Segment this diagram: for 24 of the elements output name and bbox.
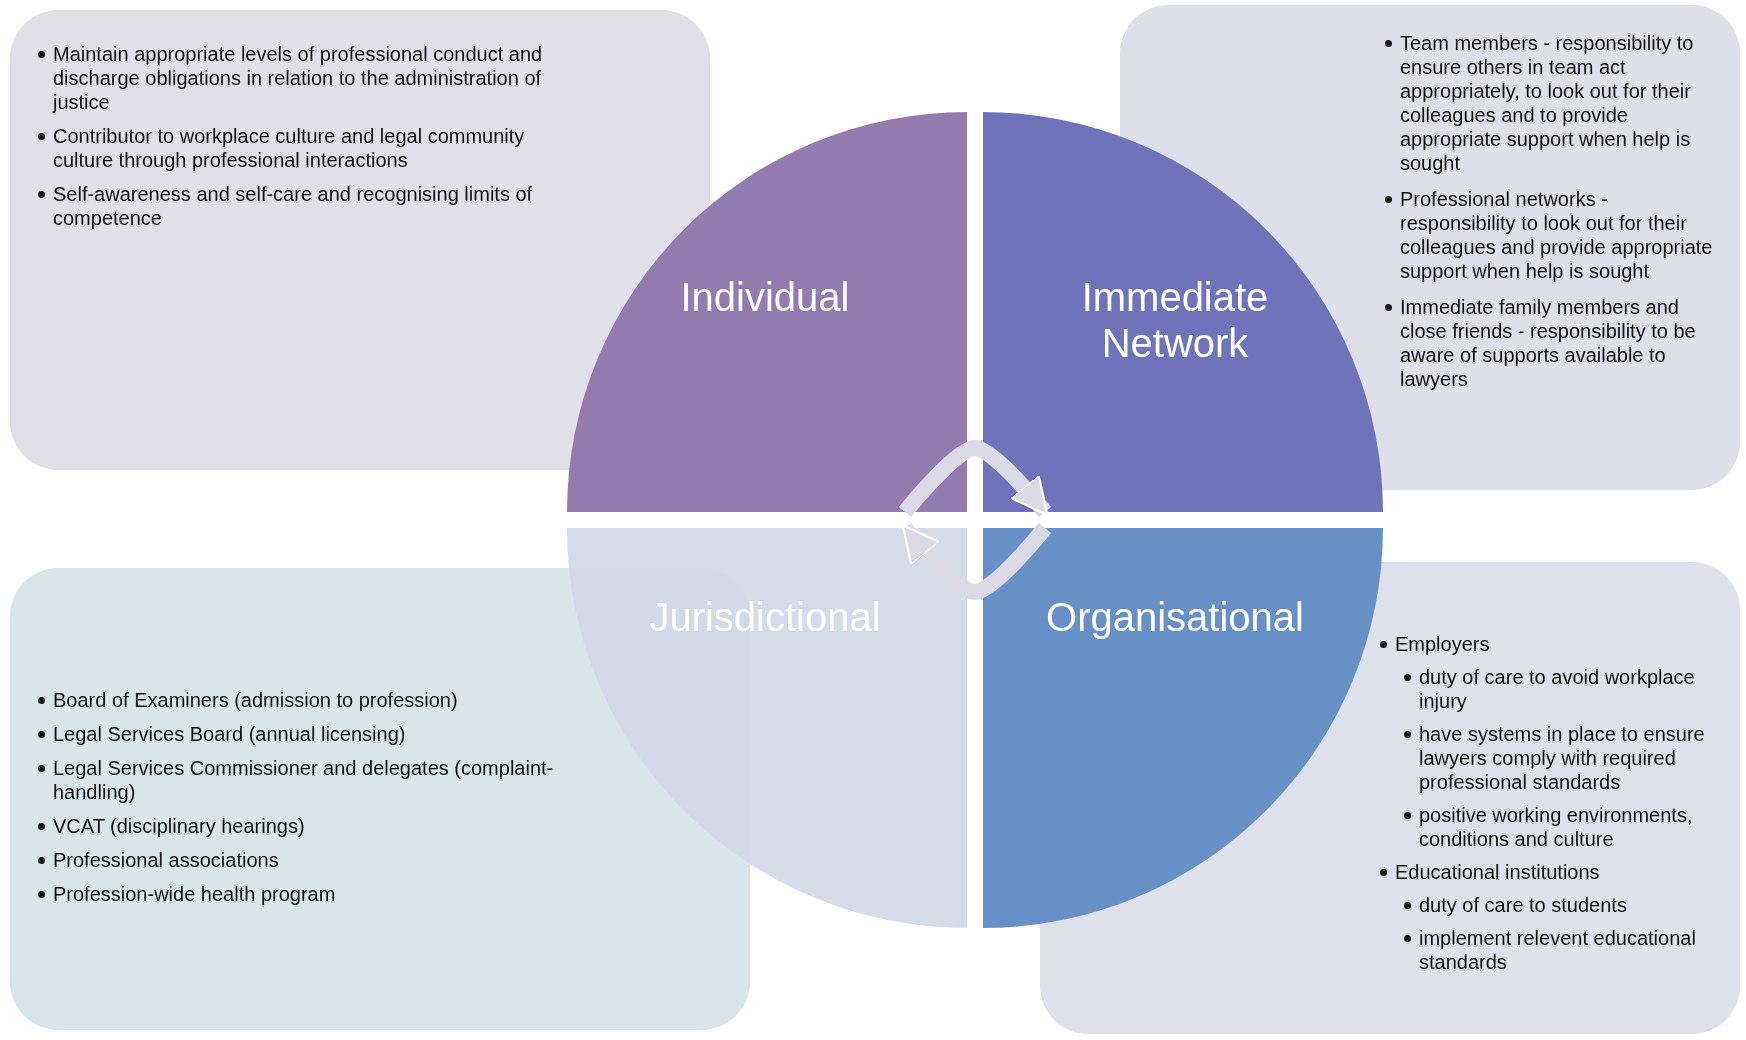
bullet-text: duty of care to avoid workplace injury <box>1419 665 1696 713</box>
bullet-text: have systems in place to ensure lawyers comply with required professional standards <box>1419 722 1706 794</box>
cycle-arrow <box>898 440 1052 518</box>
bullet-text: Maintain appropriate levels of professional conduct and discharge obligations in relation to the administration of justice <box>53 42 544 114</box>
bullet-text: Legal Services Commissioner and delegates (complaint-handling) <box>53 756 555 804</box>
bullet-text: Immediate family members and close friends - responsibility to be aware of supports available to lawyers <box>1400 295 1697 391</box>
bullet-text: Professional networks - responsibility to look out for their colleagues and provide appropriate support when help is sought <box>1400 187 1714 283</box>
quadrant-title: Organisational <box>1045 594 1305 640</box>
bullet-text: Legal Services Board (annual licensing) <box>53 722 406 746</box>
bullet-text: Profession-wide health program <box>53 882 336 906</box>
bullet-text: Team members - responsibility to ensure others in team act appropriately, to look out for their colleagues and to provide appropriate support when help is sought <box>1400 31 1695 175</box>
quadrant-title: Immediate Network <box>1080 274 1270 366</box>
bullet-text: implement relevent educational standards <box>1419 926 1697 974</box>
bullet-text: Professional associations <box>53 848 279 872</box>
bullet-text: Self-awareness and self-care and recognising limits of competence <box>53 182 534 230</box>
bullet-text: Board of Examiners (admission to profession) <box>53 688 458 712</box>
quadrant-title: Individual <box>679 274 851 320</box>
bullet-text: Contributor to workplace culture and legal community culture through professional interactions <box>53 124 526 172</box>
bullet-text: duty of care to students <box>1419 893 1627 917</box>
cycle-arrow <box>898 522 1052 600</box>
bullet-text: positive working environments, conditions and culture <box>1419 803 1694 851</box>
bullet-text: Educational institutions <box>1395 860 1600 884</box>
bullet-text: VCAT (disciplinary hearings) <box>53 814 305 838</box>
bullet-text: Employers <box>1395 632 1490 656</box>
